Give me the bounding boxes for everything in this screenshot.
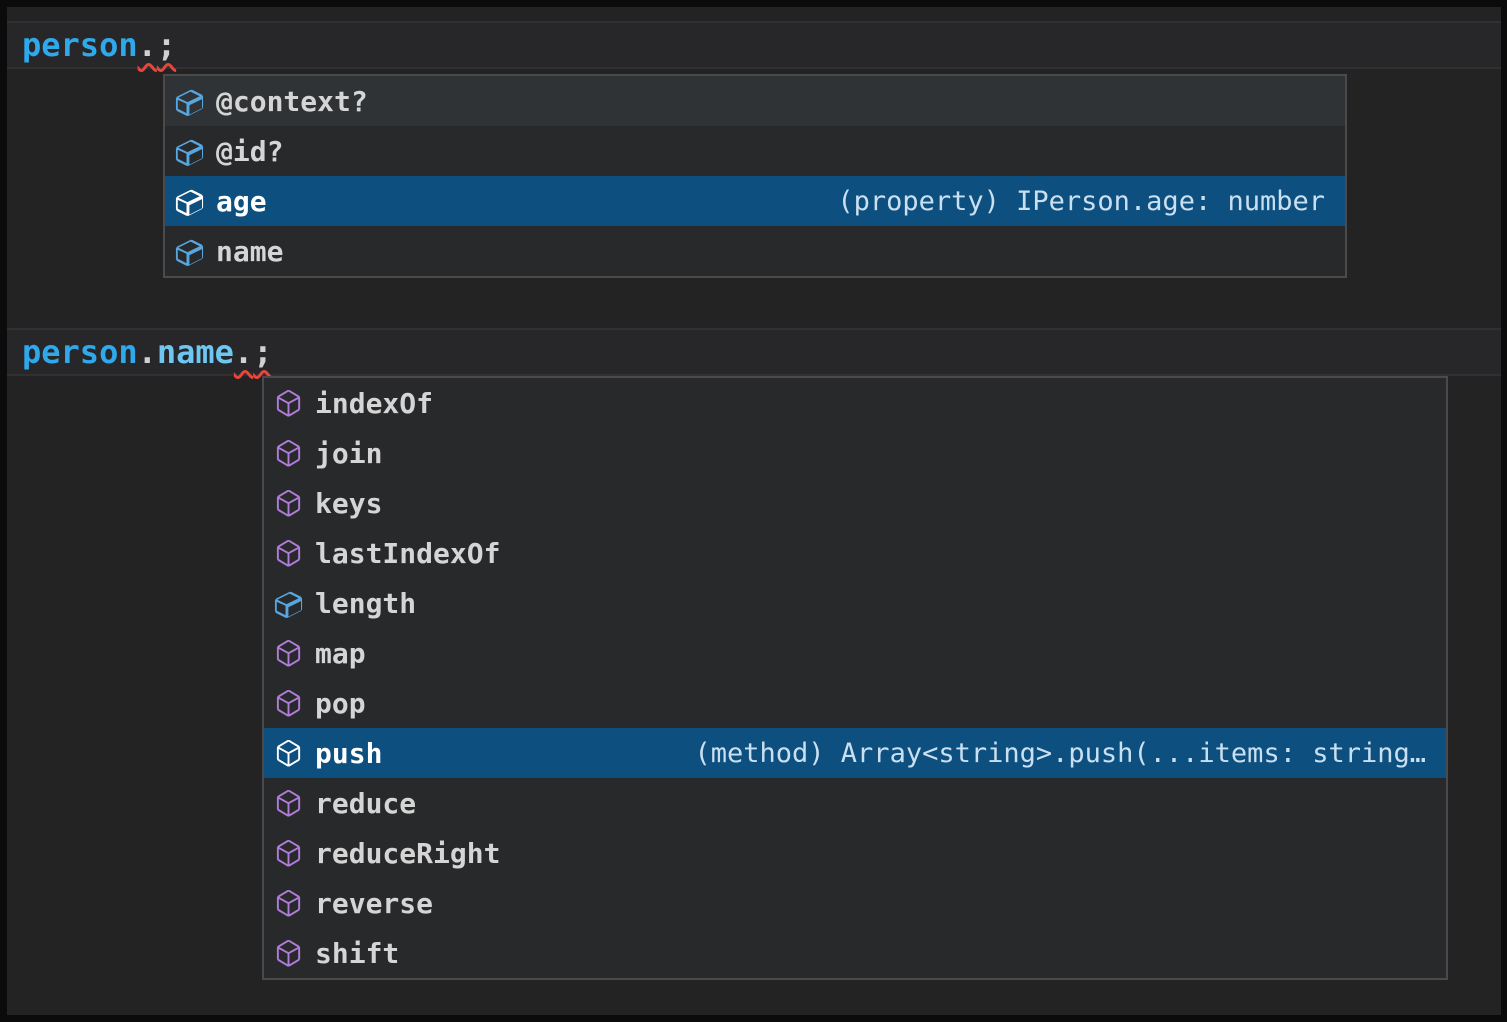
symbol-field-icon <box>174 136 205 167</box>
code-token-dot-error: . <box>234 333 253 371</box>
code-token-semicolon-error: ; <box>253 333 272 371</box>
suggestion-item-pop[interactable]: pop <box>264 678 1446 728</box>
code-token-variable: person <box>22 333 138 371</box>
suggestion-label: keys <box>315 487 382 520</box>
suggestion-item-join[interactable]: join <box>264 428 1446 478</box>
suggestion-label: reduce <box>315 787 416 820</box>
code-token-dot: . <box>138 333 157 371</box>
symbol-method-icon <box>273 488 304 519</box>
suggestion-label: indexOf <box>315 387 433 420</box>
suggest-widget-name: indexOf join keys lastIndexOf length map… <box>262 376 1448 980</box>
symbol-field-icon <box>174 186 205 217</box>
suggestion-label: reverse <box>315 887 433 920</box>
suggestion-item-lastindexof[interactable]: lastIndexOf <box>264 528 1446 578</box>
code-token-property: name <box>157 333 234 371</box>
suggestion-label: pop <box>315 687 366 720</box>
suggestion-label: reduceRight <box>315 837 500 870</box>
suggestion-label: shift <box>315 937 399 970</box>
suggestion-label: push <box>315 737 382 770</box>
suggestion-item-reduce[interactable]: reduce <box>264 778 1446 828</box>
suggestion-label: name <box>216 235 283 268</box>
symbol-method-icon <box>273 638 304 669</box>
suggestion-label: join <box>315 437 382 470</box>
suggest-widget-person: @context? @id? age (property) IPerson.ag… <box>163 74 1347 278</box>
suggestion-label: length <box>315 587 416 620</box>
symbol-method-icon <box>273 838 304 869</box>
suggestion-item-id[interactable]: @id? <box>165 126 1345 176</box>
suggestion-detail: (property) IPerson.age: number <box>837 186 1325 217</box>
suggestion-label: @id? <box>216 135 283 168</box>
suggestion-item-map[interactable]: map <box>264 628 1446 678</box>
suggestion-item-age-selected[interactable]: age (property) IPerson.age: number <box>165 176 1345 226</box>
suggestion-detail: (method) Array<string>.push(...items: st… <box>695 738 1427 769</box>
suggestion-item-push-selected[interactable]: push (method) Array<string>.push(...item… <box>264 728 1446 778</box>
code-token-variable: person <box>22 26 138 64</box>
suggestion-item-context[interactable]: @context? <box>165 76 1345 126</box>
suggestion-item-length[interactable]: length <box>264 578 1446 628</box>
code-token-dot-error: . <box>138 26 157 64</box>
suggestion-label: age <box>216 185 267 218</box>
suggestion-item-reverse[interactable]: reverse <box>264 878 1446 928</box>
symbol-method-icon <box>273 688 304 719</box>
symbol-method-icon <box>273 738 304 769</box>
symbol-method-icon <box>273 538 304 569</box>
suggestion-label: @context? <box>216 85 368 118</box>
symbol-method-icon <box>273 438 304 469</box>
suggestion-item-indexof[interactable]: indexOf <box>264 378 1446 428</box>
suggestion-label: map <box>315 637 366 670</box>
code-line-person-name[interactable]: person.name.; <box>7 328 1501 376</box>
suggestion-item-reduceright[interactable]: reduceRight <box>264 828 1446 878</box>
suggestion-label: lastIndexOf <box>315 537 500 570</box>
symbol-field-icon <box>174 236 205 267</box>
code-token-semicolon-error: ; <box>157 26 176 64</box>
suggestion-item-name[interactable]: name <box>165 226 1345 276</box>
suggestion-item-keys[interactable]: keys <box>264 478 1446 528</box>
code-line-person[interactable]: person.; <box>7 21 1501 69</box>
suggestion-item-shift[interactable]: shift <box>264 928 1446 978</box>
symbol-method-icon <box>273 788 304 819</box>
symbol-method-icon <box>273 888 304 919</box>
symbol-field-icon <box>174 86 205 117</box>
symbol-method-icon <box>273 938 304 969</box>
symbol-field-icon <box>273 588 304 619</box>
symbol-method-icon <box>273 388 304 419</box>
